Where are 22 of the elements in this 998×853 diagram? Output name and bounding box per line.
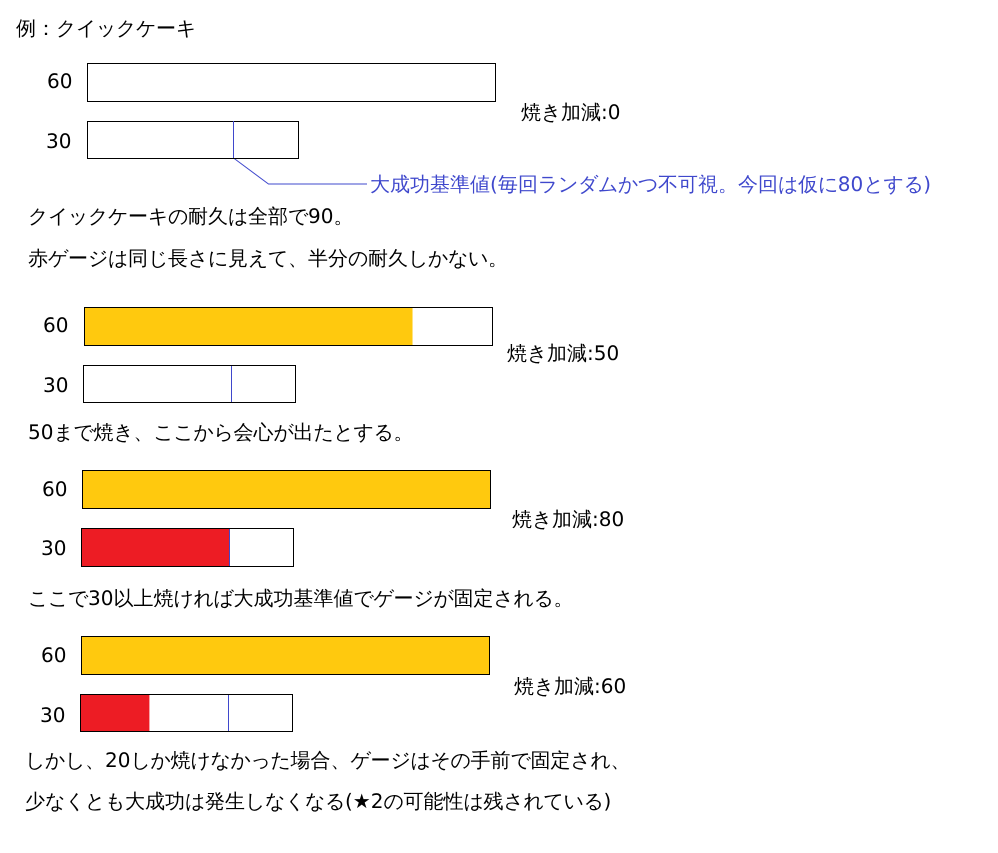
note-text: クイックケーキの耐久は全部で90。 <box>28 203 354 229</box>
note-text: ここで30以上焼ければ大成功基準値でゲージが固定される。 <box>28 585 574 611</box>
status-text: 焼き加減:60 <box>514 673 626 699</box>
scale-label: 30 <box>43 372 68 398</box>
note-text: 赤ゲージは同じ長さに見えて、半分の耐久しかない。 <box>28 245 508 271</box>
scale-label: 30 <box>46 128 72 154</box>
scale-label: 60 <box>42 476 68 502</box>
status-text: 焼き加減:50 <box>507 340 620 366</box>
note-text: しかし、20しか焼けなかった場合、ゲージはその手前で固定され、 <box>25 747 630 773</box>
scale-label: 60 <box>41 642 66 668</box>
marker-line <box>233 121 234 158</box>
note-text: 50まで焼き、ここから会心が出たとする。 <box>28 419 414 445</box>
scale-label: 60 <box>43 312 68 338</box>
status-text: 焼き加減:0 <box>521 99 620 125</box>
scale-label: 30 <box>41 535 66 561</box>
note-text: 少なくとも大成功は発生しなくなる(★2の可能性は残されている) <box>25 788 612 814</box>
status-text: 焼き加減:80 <box>512 506 624 532</box>
scale-label: 30 <box>40 702 66 728</box>
callout-text: 大成功基準値(毎回ランダムかつ不可視。今回は仮に80とする) <box>370 171 932 197</box>
leader-line <box>233 158 368 184</box>
scale-label: 60 <box>47 68 72 94</box>
heading: 例：クイックケーキ <box>16 15 196 41</box>
